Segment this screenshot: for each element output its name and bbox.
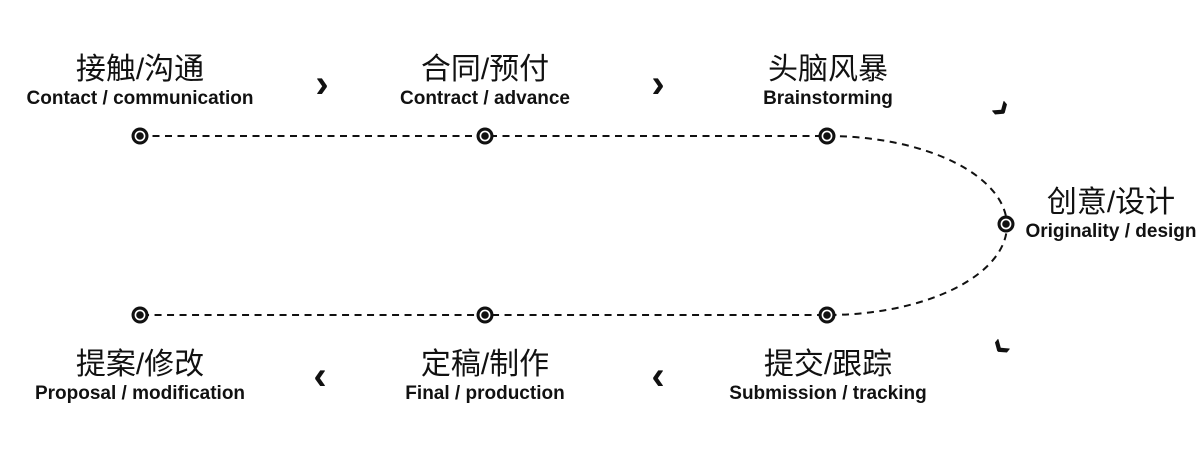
step-zh-label: 合同/预付 bbox=[420, 53, 550, 86]
step-en-label: Proposal / modification bbox=[34, 383, 246, 404]
step-zh-label: 提案/修改 bbox=[75, 348, 205, 381]
step-brainstorming: 头脑风暴 Brainstorming bbox=[763, 53, 893, 109]
step-proposal-modification: 提案/修改 Proposal / modification bbox=[34, 348, 246, 404]
step-zh-label: 提交/跟踪 bbox=[763, 348, 893, 381]
dashed-process-path bbox=[140, 135, 1008, 316]
step-zh-label: 接触/沟通 bbox=[75, 53, 205, 86]
node-dot-originality bbox=[997, 215, 1015, 233]
node-dot-contact bbox=[131, 127, 149, 145]
step-originality-design: 创意/设计 Originality / design bbox=[1025, 186, 1197, 242]
step-node-dots bbox=[131, 127, 1015, 324]
flow-arrow-right-icon: › bbox=[315, 62, 329, 106]
flow-arrow-left-icon: ‹ bbox=[313, 354, 327, 398]
flow-arrow-left-icon: ‹ bbox=[651, 354, 665, 398]
node-dot-proposal bbox=[131, 306, 149, 324]
node-dot-brainstorming bbox=[818, 127, 836, 145]
step-final-production: 定稿/制作 Final / production bbox=[405, 348, 565, 404]
step-contact-communication: 接触/沟通 Contact / communication bbox=[26, 53, 254, 109]
flow-arrow-right-icon: › bbox=[651, 62, 665, 106]
node-dot-submission bbox=[818, 306, 836, 324]
step-en-label: Contact / communication bbox=[26, 88, 254, 109]
step-en-label: Originality / design bbox=[1025, 221, 1197, 242]
step-en-label: Final / production bbox=[405, 383, 565, 404]
step-submission-tracking: 提交/跟踪 Submission / tracking bbox=[729, 348, 927, 404]
node-dot-contract bbox=[476, 127, 494, 145]
step-zh-label: 创意/设计 bbox=[1046, 186, 1176, 219]
node-dot-final bbox=[476, 306, 494, 324]
step-zh-label: 定稿/制作 bbox=[420, 348, 550, 381]
step-en-label: Brainstorming bbox=[763, 88, 893, 109]
step-en-label: Contract / advance bbox=[400, 88, 570, 109]
step-en-label: Submission / tracking bbox=[729, 383, 927, 404]
step-zh-label: 头脑风暴 bbox=[767, 53, 888, 86]
step-contract-advance: 合同/预付 Contract / advance bbox=[400, 53, 570, 109]
